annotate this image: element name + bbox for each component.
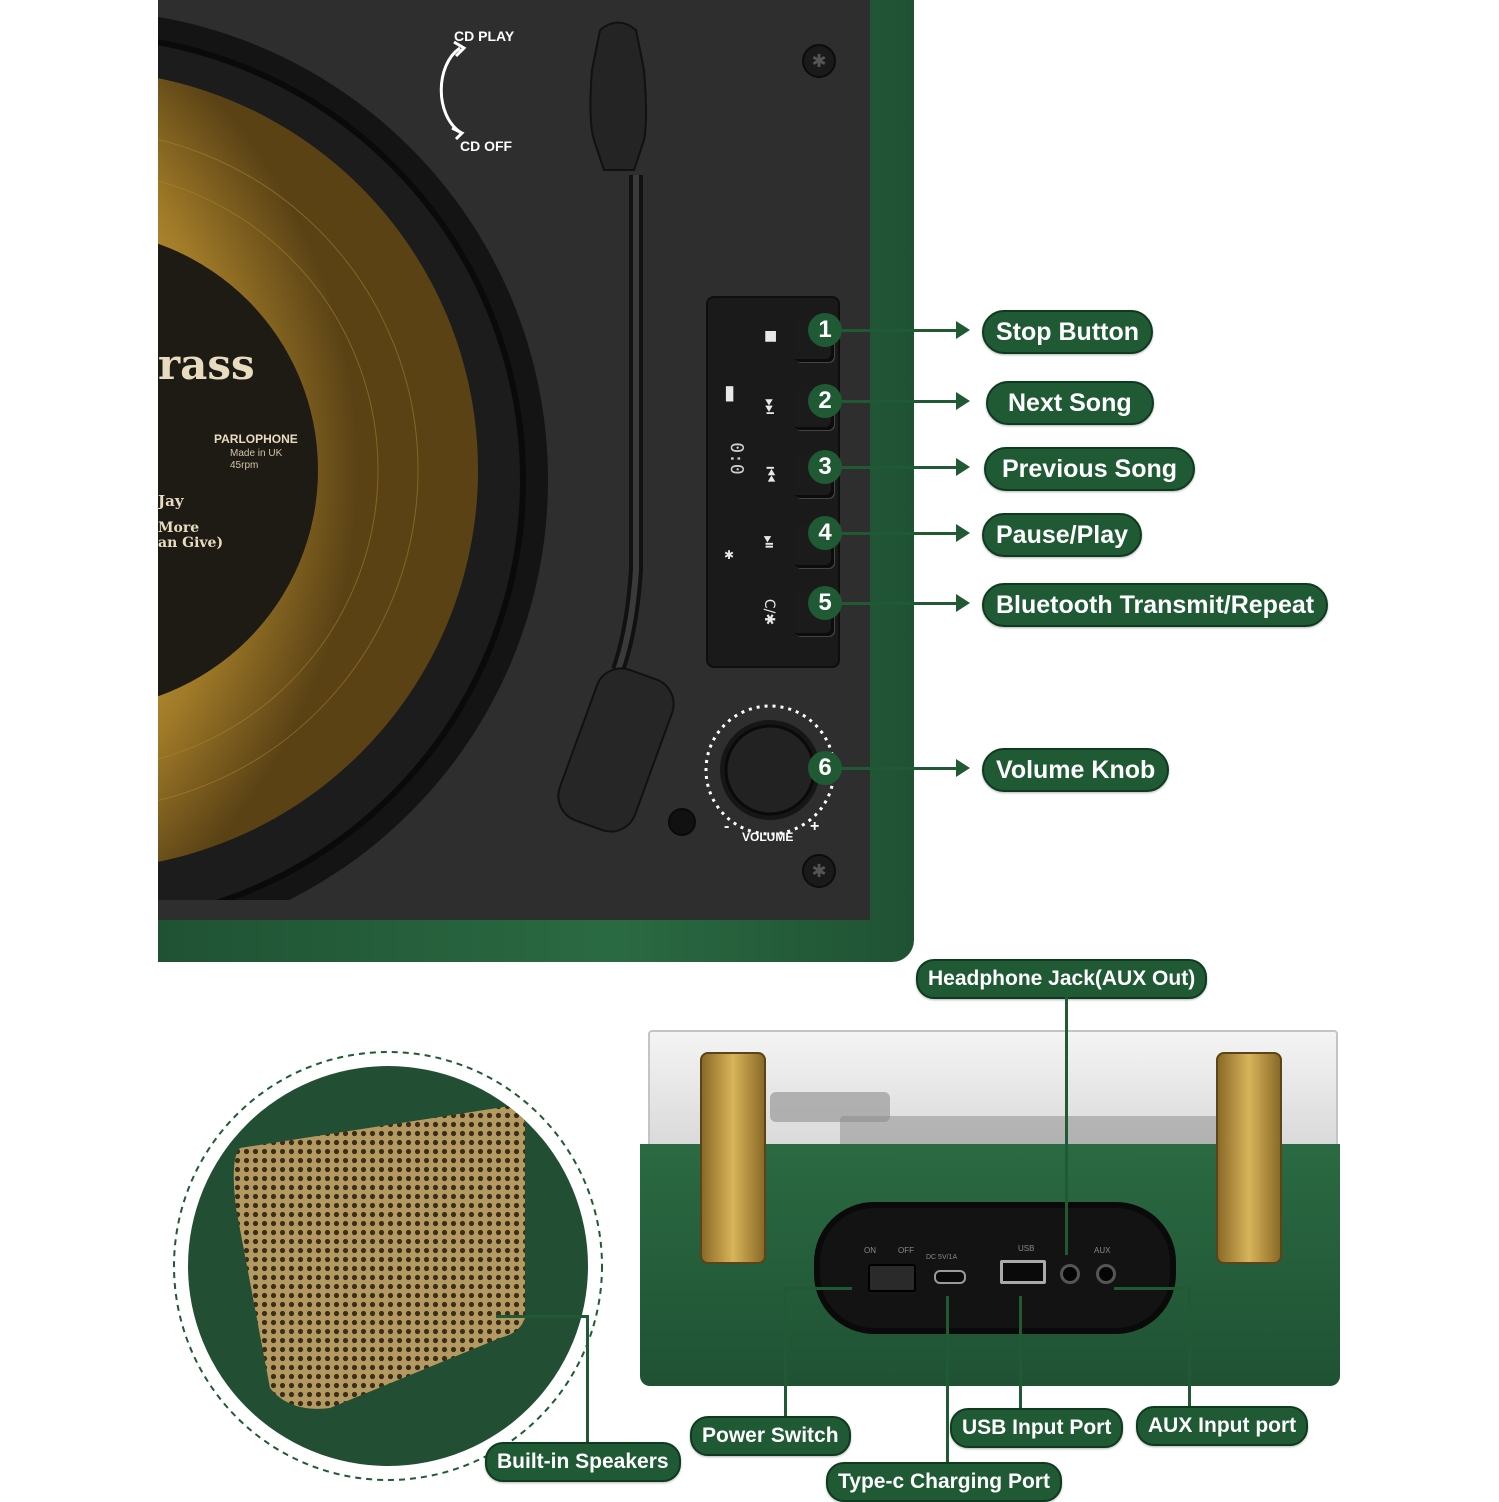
cd-off-label: CD OFF — [460, 138, 513, 154]
arrow-1 — [840, 329, 958, 332]
screw-bottom-icon: ✱ — [802, 854, 836, 888]
badge-2: 2 — [808, 384, 842, 418]
power-switch-callout: Power Switch — [690, 1416, 851, 1456]
headphone-jack-top — [668, 808, 696, 836]
badge-1: 1 — [808, 313, 842, 347]
record-made-in: Made in UK — [230, 448, 283, 459]
power-switch[interactable] — [868, 1264, 916, 1292]
badge-3: 3 — [808, 450, 842, 484]
arrow-head-4 — [956, 524, 970, 542]
volume-knob-callout: Volume Knob — [982, 748, 1170, 792]
arrow-head-5 — [956, 594, 970, 612]
headphone-leader — [1065, 995, 1068, 1255]
player-back-view: ON OFF DC 5V/1A USB AUX — [640, 1026, 1340, 1386]
arrow-head-1 — [956, 321, 970, 339]
built-in-speakers-callout: Built-in Speakers — [485, 1442, 681, 1482]
bluetooth-repeat-icon: C/✱ — [761, 598, 778, 626]
record-song-line2: an Give) — [158, 535, 224, 551]
typec-port[interactable] — [934, 1270, 966, 1284]
aux-leader-v — [1188, 1287, 1191, 1407]
arrow-head-2 — [956, 392, 970, 410]
speaker-leader-h — [496, 1315, 588, 1318]
port-usb-label: USB — [1018, 1244, 1035, 1253]
record-artist: Jay — [158, 492, 184, 510]
usb-port[interactable] — [1000, 1260, 1046, 1284]
led-display: 0:0 — [725, 442, 747, 475]
cd-rotate-arrow-icon — [439, 40, 467, 140]
badge-5: 5 — [808, 586, 842, 620]
volume-plus: + — [810, 818, 820, 835]
aux-leader-h — [1114, 1287, 1190, 1290]
port-dc-label: DC 5V/1A — [926, 1254, 958, 1261]
previous-icon: ⏮ — [759, 466, 781, 483]
power-leader-h — [784, 1287, 852, 1290]
bluetooth-repeat-callout: Bluetooth Transmit/Repeat — [982, 583, 1329, 627]
typec-leader — [946, 1296, 949, 1462]
aux-input-callout: AUX Input port — [1136, 1406, 1309, 1446]
typec-charging-callout: Type-c Charging Port — [826, 1462, 1062, 1502]
arrow-2 — [840, 400, 958, 403]
gold-record — [158, 16, 548, 900]
screw-top-icon: ✱ — [802, 44, 836, 78]
volume-label: VOLUME — [742, 830, 794, 844]
battery-icon: ▮ — [724, 380, 736, 404]
play-pause-icon: ⏯ — [758, 535, 780, 550]
record-brand: PARLOPHONE — [214, 432, 298, 446]
stop-icon: ■ — [764, 328, 778, 344]
cd-play-label: CD PLAY — [454, 28, 515, 44]
usb-leader — [1019, 1296, 1022, 1408]
port-on-label: ON — [864, 1246, 876, 1255]
port-off-label: OFF — [898, 1246, 914, 1255]
aux-port[interactable] — [1096, 1264, 1116, 1284]
volume-knob[interactable] — [698, 700, 848, 850]
next-song-callout: Next Song — [986, 381, 1154, 425]
left-hinge — [700, 1052, 766, 1264]
next-icon: ⏭ — [759, 398, 781, 415]
headphone-jack-callout: Headphone Jack(AUX Out) — [916, 959, 1208, 999]
previous-song-callout: Previous Song — [984, 447, 1196, 491]
badge-4: 4 — [808, 516, 842, 550]
right-hinge — [1216, 1052, 1282, 1264]
badge-6: 6 — [808, 751, 842, 785]
arrow-3 — [840, 466, 958, 469]
stop-button-callout: Stop Button — [982, 310, 1154, 354]
port-aux-label: AUX — [1094, 1246, 1111, 1255]
tone-arm — [557, 21, 675, 833]
volume-minus: - — [724, 818, 730, 835]
arrow-head-6 — [956, 759, 970, 777]
record-speed: 45rpm — [230, 460, 259, 471]
record-title: rass — [158, 340, 255, 389]
usb-input-callout: USB Input Port — [950, 1408, 1124, 1448]
arrow-6 — [840, 767, 958, 770]
bluetooth-indicator-icon: ✱ — [724, 548, 735, 562]
arrow-4 — [840, 532, 958, 535]
headphone-jack[interactable] — [1060, 1264, 1080, 1284]
power-leader-v — [784, 1287, 787, 1417]
arrow-5 — [840, 602, 958, 605]
pause-play-callout: Pause/Play — [982, 513, 1143, 557]
speaker-leader-v — [586, 1315, 589, 1443]
speaker-closeup — [173, 1051, 603, 1481]
record-song-line1: More — [158, 520, 200, 536]
arrow-head-3 — [956, 458, 970, 476]
player-top-view: rass PARLOPHONE Made in UK 45rpm Jay Mor… — [158, 0, 916, 962]
